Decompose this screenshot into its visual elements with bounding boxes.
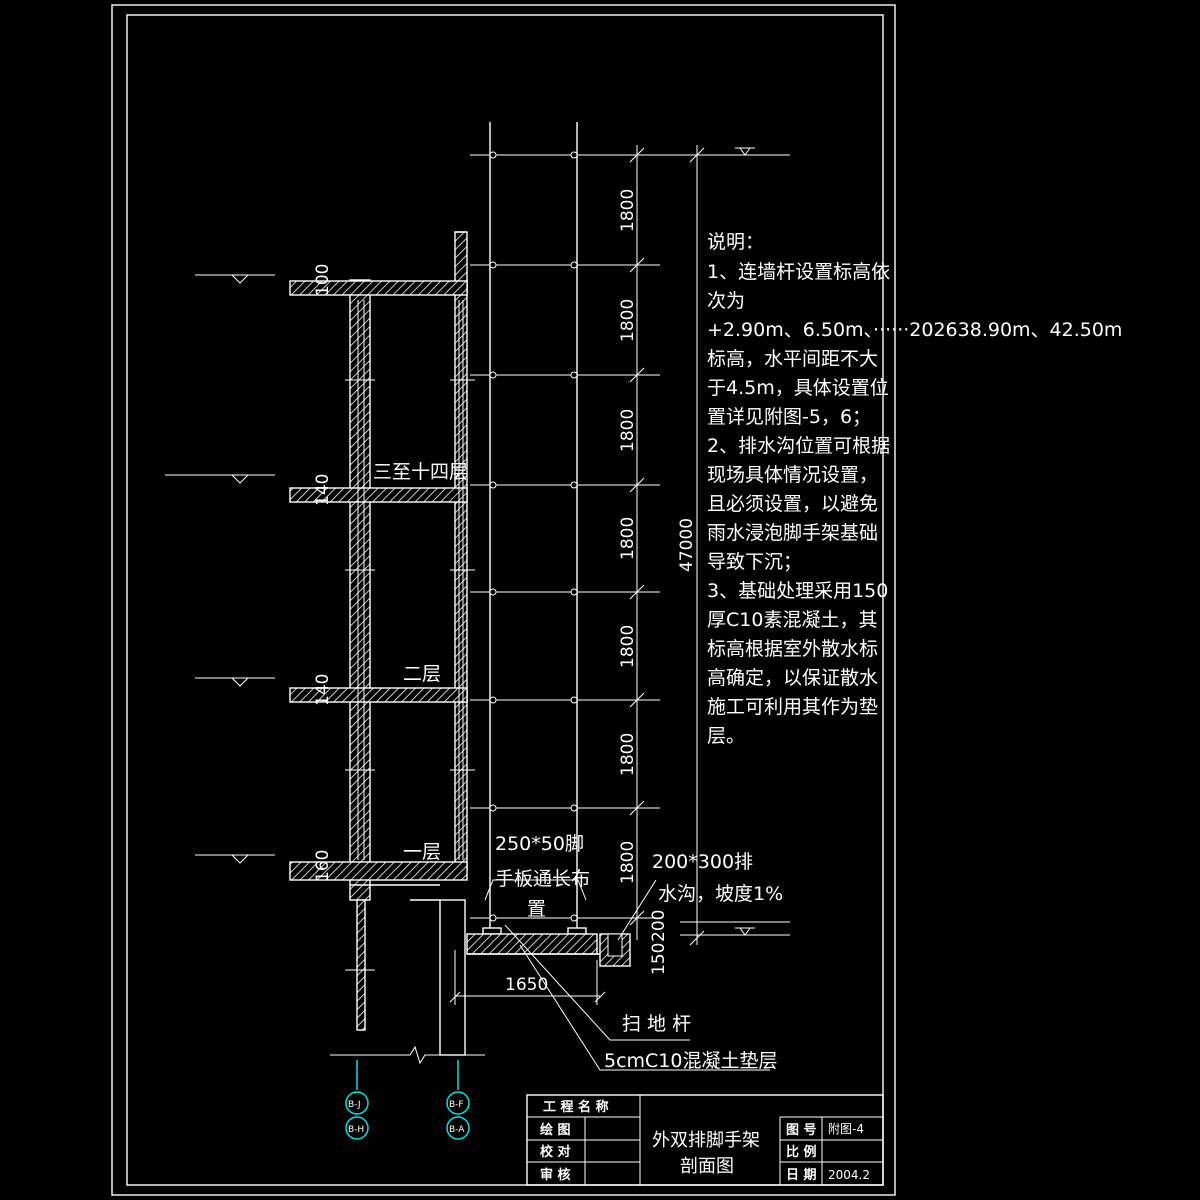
- note-line-0: 说明：: [707, 231, 764, 253]
- drawn-label: 绘 图: [540, 1122, 571, 1138]
- note-line-3: +2.90m、6.50m、······202638.90m、42.50m: [707, 319, 1122, 341]
- note-line-14: 标高根据室外散水标: [707, 638, 878, 660]
- note-line-7: 2、排水沟位置可根据: [707, 435, 890, 457]
- note-line-5: 于4.5m，具体设置位: [707, 377, 889, 399]
- wall-dim-3: 140: [313, 674, 333, 706]
- project-name-label: 工 程 名 称: [543, 1099, 609, 1115]
- base-dim-200: 200: [649, 910, 669, 942]
- total-height-dim: 47000: [677, 518, 697, 572]
- note-line-15: 高确定，以保证散水: [707, 667, 878, 689]
- axis-label-2: B-H: [348, 1125, 364, 1135]
- checked-label: 校 对: [540, 1144, 571, 1160]
- foundation-wall: [439, 899, 466, 1056]
- floor-label-second: 二层: [403, 663, 441, 685]
- slab-upper: [289, 487, 468, 503]
- drawing-no: 附图-4: [828, 1122, 864, 1136]
- note-line-17: 层。: [707, 725, 745, 747]
- total-height-dimension: [660, 145, 790, 946]
- drawing-title-1: 外双排脚手架: [652, 1130, 760, 1151]
- slab-first: [289, 861, 468, 881]
- lift-dim-1: 1800: [618, 189, 638, 232]
- floor-label-first: 一层: [403, 841, 441, 863]
- note-line-1: 1、连墙杆设置标高依: [707, 261, 890, 283]
- base-width-dim: 1650: [505, 975, 548, 995]
- note-line-4: 标高，水平间距不大: [707, 348, 878, 370]
- lift-dim-4: 1800: [618, 517, 638, 560]
- base-dim-150: 150: [649, 943, 669, 975]
- outer-frame: [111, 4, 896, 1196]
- drawing-no-label: 图 号: [786, 1123, 817, 1138]
- axis-label-3: B-F: [449, 1100, 464, 1110]
- note-line-2: 次为: [707, 290, 745, 312]
- note-line-6: 置详见附图-5，6；: [707, 406, 871, 428]
- title-block: [526, 1094, 884, 1186]
- lift-dimension-line: [610, 145, 660, 940]
- slab-roof: [289, 280, 468, 296]
- board-label-1: 250*50脚: [495, 833, 584, 855]
- lift-dim-6: 1800: [618, 733, 638, 776]
- slab-second: [289, 687, 468, 703]
- note-line-12: 3、基础处理采用150: [707, 580, 888, 602]
- axis-label-4: B-A: [449, 1125, 465, 1135]
- inner-frame: [126, 14, 884, 1186]
- sweep-rod-label: 扫 地 杆: [622, 1013, 691, 1035]
- note-line-11: 导致下沉；: [707, 551, 802, 573]
- wall-dim-1: 100: [313, 264, 333, 296]
- board-label-3: 置: [527, 898, 546, 920]
- drain-label-2: 水沟，坡度1%: [658, 883, 783, 905]
- axis-markers: [345, 1060, 470, 1140]
- floor-label-upper: 三至十四层: [373, 461, 468, 483]
- note-line-10: 雨水浸泡脚手架基础: [707, 522, 878, 544]
- wall-dim-2: 140: [313, 474, 333, 506]
- reviewed-label: 审 核: [540, 1167, 571, 1183]
- notes-block: 说明： 1、连墙杆设置标高依 次为 +2.90m、6.50m、······202…: [707, 231, 1122, 747]
- lift-dim-2: 1800: [618, 299, 638, 342]
- lift-dim-3: 1800: [618, 409, 638, 452]
- lift-dim-7: 1800: [618, 841, 638, 884]
- note-line-16: 施工可利用其作为垫: [707, 696, 878, 718]
- drain-label-1: 200*300排: [652, 851, 753, 873]
- date-value: 2004.2: [828, 1168, 870, 1182]
- scale-label: 比 例: [786, 1144, 817, 1160]
- concrete-base: [466, 933, 598, 955]
- wall-dim-4: 160: [313, 850, 333, 882]
- concrete-layer-label: 5cmC10混凝土垫层: [604, 1050, 778, 1072]
- axis-label-1: B-J: [348, 1100, 361, 1110]
- board-label-2: 手板通长布: [495, 868, 590, 890]
- drawing-title-2: 剖面图: [680, 1156, 734, 1177]
- note-line-13: 厚C10素混凝土，其: [707, 609, 877, 631]
- note-line-8: 现场具体情况设置，: [707, 464, 878, 486]
- lift-dim-5: 1800: [618, 625, 638, 668]
- note-line-9: 且必须设置，以避免: [707, 493, 878, 515]
- date-label: 日 期: [786, 1168, 817, 1183]
- building-section: [165, 231, 485, 1065]
